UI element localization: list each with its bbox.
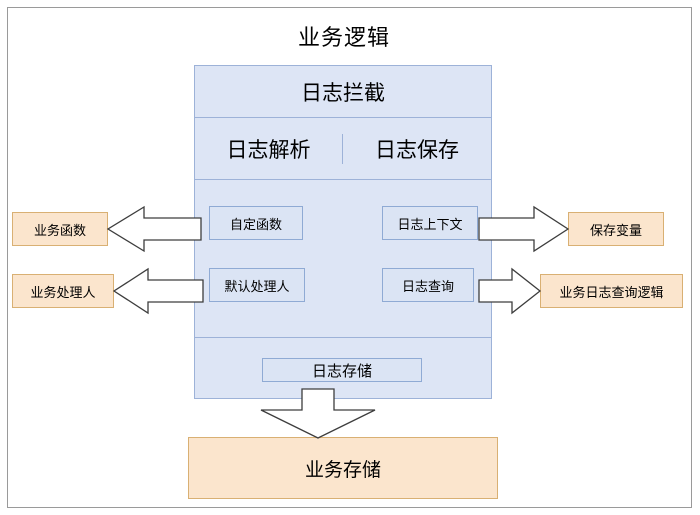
chip-default-handler: 默认处理人 [209, 268, 305, 302]
external-box-business-handler-label: 业务处理人 [30, 284, 96, 300]
core-log-module: 日志拦截 日志解析 日志保存 自定函数 日志上下文 默认处理人 日志查询 [194, 65, 492, 399]
core-cell-log-save-label: 日志保存 [375, 138, 459, 162]
core-cell-log-parse: 日志解析 [195, 133, 343, 164]
external-box-business-function: 业务函数 [12, 212, 108, 246]
arrow-log-ctx-to-save-var [478, 205, 572, 253]
external-box-save-variable-label: 保存变量 [589, 222, 642, 238]
external-box-business-handler: 业务处理人 [12, 274, 114, 308]
chip-default-handler-label: 默认处理人 [224, 278, 290, 294]
external-box-business-log-query-logic-label: 业务日志查询逻辑 [559, 284, 664, 300]
arrow-log-store-to-biz-store [258, 388, 378, 440]
external-box-business-log-query-logic: 业务日志查询逻辑 [540, 274, 683, 308]
core-middle-band: 自定函数 日志上下文 默认处理人 日志查询 [195, 180, 491, 338]
core-cell-log-parse-label: 日志解析 [226, 138, 311, 162]
chip-log-storage: 日志存储 [262, 358, 422, 382]
arrow-log-query-to-biz-log-logic [478, 267, 544, 315]
page-title: 业务逻辑 [297, 25, 390, 50]
core-header-log-interception: 日志拦截 [195, 66, 491, 118]
external-box-business-storage: 业务存储 [188, 437, 498, 499]
chip-log-context: 日志上下文 [382, 206, 478, 240]
external-box-business-function-label: 业务函数 [33, 222, 86, 238]
chip-log-query: 日志查询 [382, 268, 474, 302]
core-header-label: 日志拦截 [301, 81, 385, 105]
chip-log-query-label: 日志查询 [401, 278, 454, 294]
chip-log-storage-label: 日志存储 [311, 362, 372, 380]
arrow-custom-fn-to-biz-fn [104, 205, 202, 253]
external-box-save-variable: 保存变量 [568, 212, 664, 246]
arrow-default-handler-to-biz-handler [110, 267, 204, 315]
core-split-row: 日志解析 日志保存 [195, 118, 491, 180]
core-storage-band: 日志存储 [195, 338, 491, 399]
core-cell-log-save: 日志保存 [343, 134, 491, 164]
chip-custom-function: 自定函数 [209, 206, 303, 240]
external-box-business-storage-label: 业务存储 [304, 459, 381, 481]
chip-custom-function-label: 自定函数 [229, 216, 282, 232]
chip-log-context-label: 日志上下文 [397, 216, 463, 232]
